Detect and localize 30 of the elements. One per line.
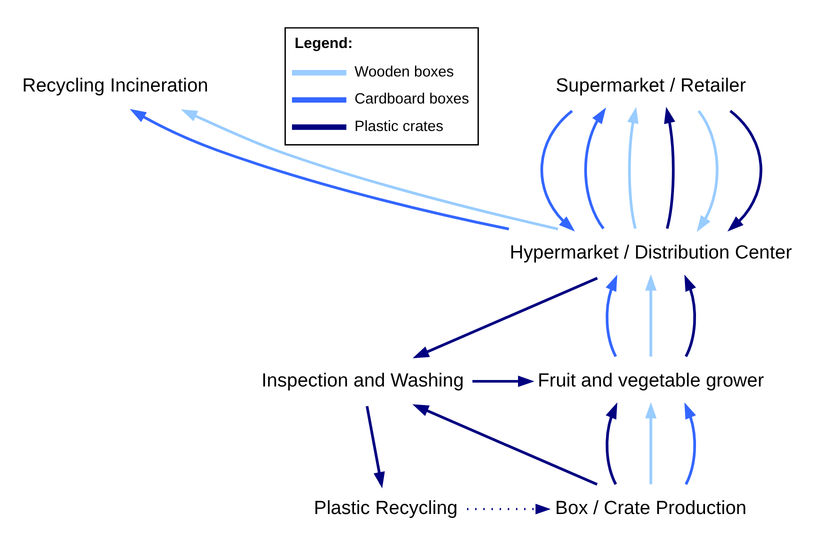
arrow [684, 402, 696, 484]
arrow [467, 503, 551, 514]
arrow [180, 108, 558, 230]
node-text: Plastic Recycling [314, 498, 458, 519]
arrow [412, 276, 598, 358]
node-text: Hypermarket / Distribution Center [510, 242, 792, 264]
node-text: Box / Crate Production [555, 498, 747, 519]
arrow [472, 375, 534, 387]
arrow [684, 274, 696, 357]
arrow [606, 402, 618, 484]
node-text: Inspection and Washing [262, 370, 464, 391]
arrow [130, 108, 510, 230]
node-text: Supermarket / Retailer [556, 74, 746, 96]
arrow [366, 405, 385, 488]
arrow [412, 404, 598, 486]
arrow [696, 110, 718, 232]
arrow [664, 106, 676, 228]
legend-label: Plastic crates [354, 117, 444, 134]
arrow [627, 106, 638, 228]
arrow [584, 106, 606, 229]
arrow [606, 274, 618, 357]
arrow [645, 402, 657, 484]
node-text: Fruit and vegetable grower [538, 370, 764, 391]
arrow [540, 109, 575, 232]
arrow [645, 274, 657, 356]
legend-label: Wooden boxes [354, 63, 454, 80]
arrow [727, 109, 762, 232]
label: Legend: [294, 34, 353, 52]
node-text: Recycling Incineration [22, 74, 208, 96]
legend-label: Cardboard boxes [354, 90, 470, 108]
